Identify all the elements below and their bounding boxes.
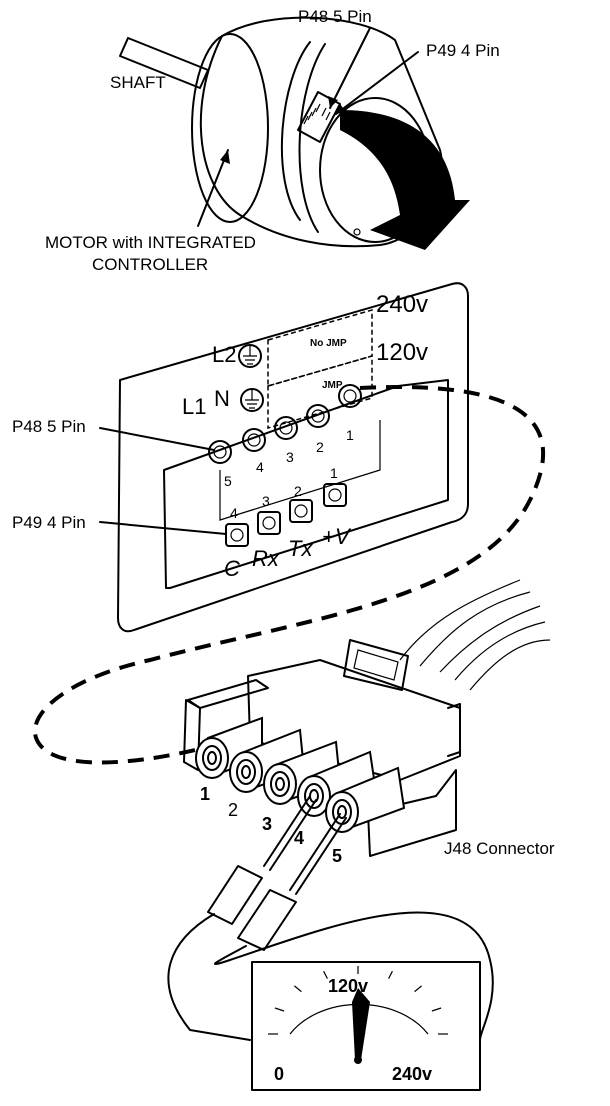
meter-tick [274, 1007, 285, 1012]
p49-pin-number: 4 [230, 505, 238, 521]
signal-tx-label: Tx [288, 536, 313, 561]
meter-tick [388, 970, 393, 979]
l2-label: L2 [212, 342, 236, 367]
p49-pin-number: 1 [330, 465, 338, 481]
p49-pin-number: 2 [294, 483, 302, 499]
meter-needle-icon [352, 988, 370, 1060]
p48-pin-number: 4 [256, 459, 264, 475]
voltage-240-label: 240v [376, 291, 428, 318]
meter-mid-label: 120v [328, 976, 368, 996]
signal-c-label: C [224, 556, 240, 581]
p49-pins [225, 483, 347, 547]
p49-side-label: P49 4 Pin [12, 513, 86, 532]
signal-v-label: +V [322, 524, 352, 549]
n-label: N [214, 386, 230, 411]
p49-top-label: P49 4 Pin [426, 41, 500, 60]
meter-tick [323, 970, 328, 979]
voltmeter [251, 961, 481, 1091]
meter-tick [294, 985, 302, 993]
connector-pin-3: 3 [262, 814, 272, 834]
voltage-120-label: 120v [376, 339, 428, 366]
connector-pin-4: 4 [294, 828, 304, 848]
p48-pin-number: 1 [346, 427, 354, 443]
p48-pin-number: 5 [224, 473, 232, 489]
jmp-label: JMP [322, 380, 343, 391]
shaft-label: SHAFT [110, 73, 166, 92]
l1-label: L1 [182, 394, 206, 419]
signal-rx-label: Rx [252, 546, 280, 571]
p48-pins [208, 384, 362, 464]
meter-min-label: 0 [274, 1064, 284, 1084]
no-jmp-label: No JMP [310, 338, 347, 349]
connector-pin-2: 2 [228, 800, 238, 820]
p48-side-label: P48 5 Pin [12, 417, 86, 436]
test-probes [167, 795, 494, 1041]
j48-connector [183, 579, 551, 857]
motor-label-line1: MOTOR with INTEGRATED [45, 233, 256, 252]
motor-illustration [119, 16, 470, 250]
connector-pin-1: 1 [200, 784, 210, 804]
meter-tick [414, 985, 422, 993]
jumper-loop [33, 385, 546, 765]
meter-max-label: 240v [392, 1064, 432, 1084]
motor-label-line2: CONTROLLER [92, 255, 208, 274]
p49-pin-number: 3 [262, 493, 270, 509]
j48-connector-label: J48 Connector [444, 839, 555, 858]
p48-top-label: P48 5 Pin [298, 7, 372, 26]
p48-pin-number: 3 [286, 449, 294, 465]
connector-pin-5: 5 [332, 846, 342, 866]
curved-arrow-icon [340, 110, 470, 250]
p48-pin-number: 2 [316, 439, 324, 455]
meter-tick [431, 1007, 442, 1012]
